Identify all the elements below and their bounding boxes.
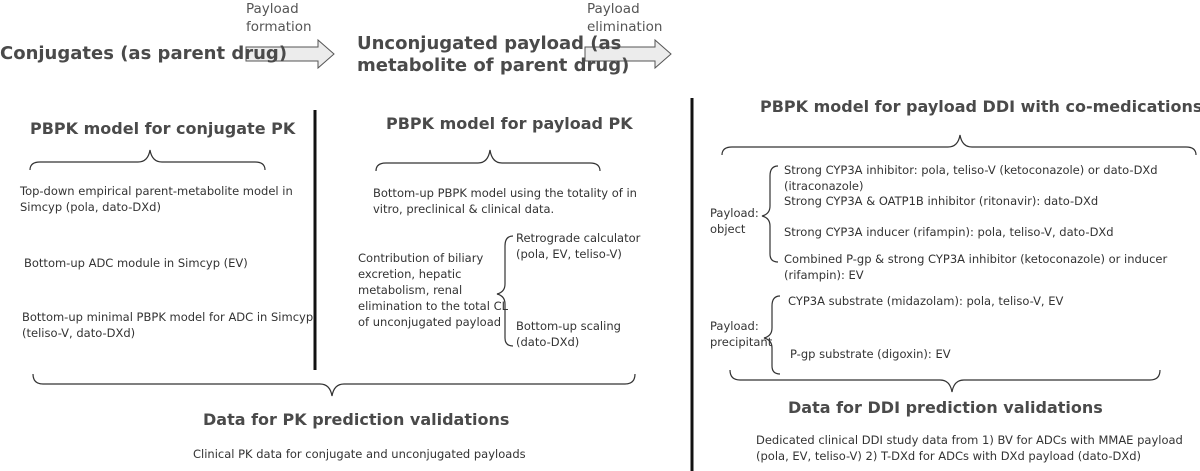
payload-formation-label: Payload formation — [246, 1, 312, 35]
conjugate-model-top-down: Top-down empirical parent-metabolite mod… — [20, 184, 293, 214]
object-cyp3a-inducer: Strong CYP3A inducer (rifampin): pola, t… — [784, 225, 1114, 239]
right-top-brace — [721, 134, 1197, 156]
payload-precipitant-label: Payload: precipitant — [710, 319, 773, 349]
ddi-validation-text: Dedicated clinical DDI study data from 1… — [756, 433, 1183, 463]
pk-bottom-brace — [32, 373, 636, 397]
object-brace — [761, 165, 779, 263]
middle-branch-brace — [496, 235, 514, 347]
payload-object-label: Payload: object — [710, 206, 759, 236]
payload-elimination-label: Payload elimination — [587, 1, 663, 35]
precipitant-pgp-substrate: P-gp substrate (digoxin): EV — [790, 347, 951, 361]
conjugate-pk-heading: PBPK model for conjugate PK — [30, 119, 296, 138]
object-cyp3a-oatp1b-inhibitor: Strong CYP3A & OATP1B inhibitor (ritonav… — [784, 194, 1099, 208]
precipitant-brace — [763, 295, 781, 375]
bottom-up-scaling: Bottom-up scaling (dato-DXd) — [516, 319, 621, 349]
payload-elimination-arrow — [584, 38, 672, 70]
conjugates-title: Conjugates (as parent drug) — [0, 43, 288, 64]
retrograde-calculator: Retrograde calculator (pola, EV, teliso-… — [516, 231, 641, 261]
payload-ddi-heading: PBPK model for payload DDI with co-medic… — [760, 97, 1200, 116]
precipitant-cyp3a-substrate: CYP3A substrate (midazolam): pola, telis… — [788, 294, 1064, 308]
payload-model-bottom-up: Bottom-up PBPK model using the totality … — [373, 186, 637, 216]
pk-validation-heading: Data for PK prediction validations — [203, 410, 510, 429]
ddi-bottom-brace — [729, 369, 1161, 393]
object-strong-cyp3a-inhibitor: Strong CYP3A inhibitor: pola, teliso-V (… — [784, 163, 1158, 193]
middle-top-brace — [375, 149, 601, 172]
pk-validation-text: Clinical PK data for conjugate and uncon… — [193, 447, 526, 461]
payload-pk-heading: PBPK model for payload PK — [386, 114, 633, 133]
conjugate-model-adc-module: Bottom-up ADC module in Simcyp (EV) — [24, 256, 248, 270]
payload-formation-arrow — [245, 38, 335, 70]
left-top-brace — [29, 149, 266, 171]
unconjugated-payload-title: Unconjugated payload (as metabolite of p… — [357, 33, 630, 76]
ddi-validation-heading: Data for DDI prediction validations — [788, 398, 1103, 417]
object-combined-pgp-cyp3a: Combined P-gp & strong CYP3A inhibitor (… — [784, 252, 1168, 282]
conjugate-model-minimal-pbpk: Bottom-up minimal PBPK model for ADC in … — [22, 310, 314, 340]
clearance-contribution: Contribution of biliary excretion, hepat… — [358, 251, 508, 329]
